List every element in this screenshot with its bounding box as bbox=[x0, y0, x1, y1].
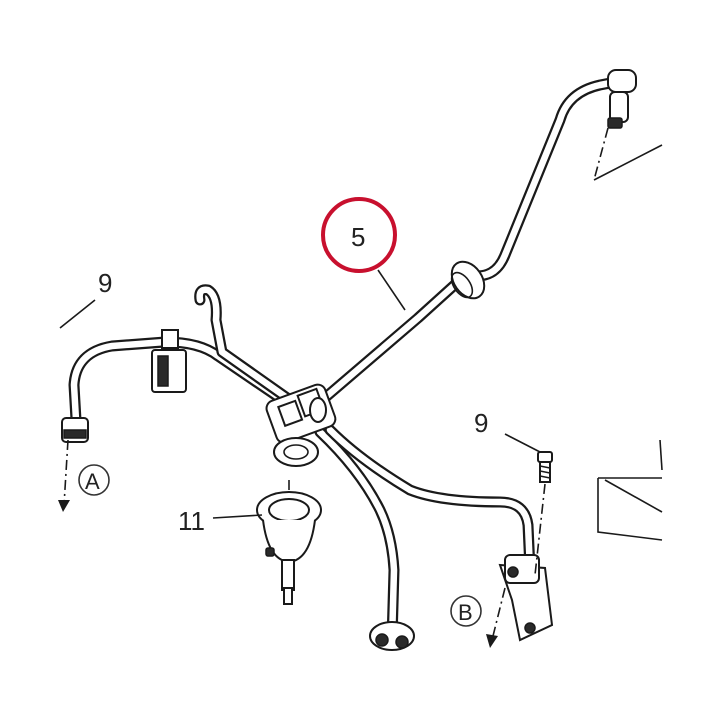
right-bracket bbox=[498, 554, 554, 642]
vacuum-pipe-main bbox=[314, 74, 632, 408]
arrow-a bbox=[58, 439, 110, 512]
bolt-icon bbox=[534, 451, 553, 576]
seat-callout-label: 11 bbox=[178, 506, 205, 536]
bolt-callout-label-left: 9 bbox=[98, 268, 112, 298]
pipe-callout-label: 5 bbox=[351, 222, 365, 252]
arrow-a-label: A bbox=[85, 469, 100, 494]
vacuum-pipe-down bbox=[314, 426, 400, 646]
upper-fitting bbox=[607, 69, 637, 129]
leader-lines bbox=[59, 269, 541, 519]
arrow-b-label: B bbox=[458, 600, 473, 625]
pipe-grommet bbox=[450, 260, 486, 300]
arrow-b bbox=[450, 587, 506, 648]
frame-lines bbox=[593, 127, 663, 541]
bolt-callout-label-right: 9 bbox=[474, 408, 488, 438]
vacuum-pipe-left bbox=[68, 284, 296, 426]
center-junction bbox=[265, 383, 337, 467]
vacuum-pipe-right bbox=[324, 424, 536, 576]
left-clip bbox=[151, 329, 187, 393]
highlight-circle bbox=[321, 197, 397, 273]
left-end-fitting bbox=[61, 417, 89, 443]
down-end-fitting bbox=[369, 621, 415, 651]
seat-part bbox=[256, 480, 322, 605]
